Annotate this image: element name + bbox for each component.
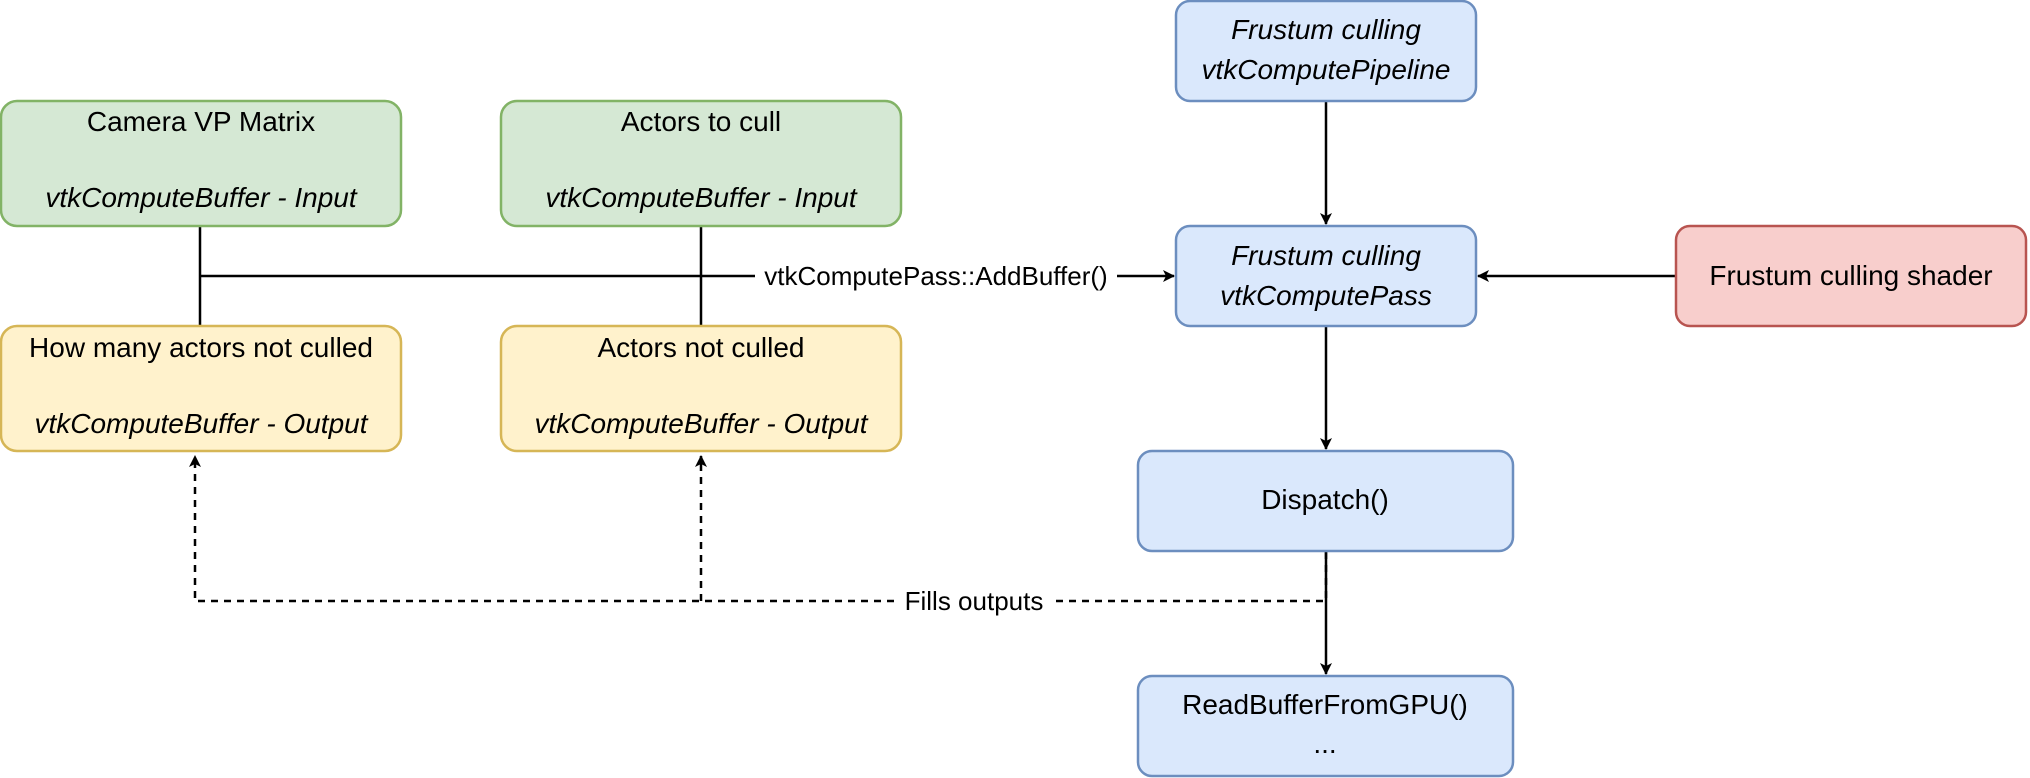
actors-to-cull-subtitle: vtkComputeBuffer - Input	[545, 182, 857, 213]
edges: vtkComputePass::AddBuffer() Fills output…	[189, 101, 1676, 675]
node-actors-to-cull[interactable]: Actors to cull vtkComputeBuffer - Input	[499, 99, 903, 228]
node-read-buffer[interactable]: ReadBufferFromGPU() ...	[1136, 674, 1515, 778]
frustum-pipeline-line2: vtkComputePipeline	[1201, 54, 1450, 85]
actors-to-cull-title: Actors to cull	[621, 106, 781, 137]
frustum-pass-line1: Frustum culling	[1231, 240, 1421, 271]
node-dispatch[interactable]: Dispatch()	[1136, 449, 1515, 553]
frustum-pipeline-line1: Frustum culling	[1231, 14, 1421, 45]
add-buffer-label-bg	[755, 258, 1117, 294]
fills-outputs-edge	[189, 455, 1328, 603]
dispatch-label: Dispatch()	[1261, 484, 1389, 515]
camera-vp-matrix-title: Camera VP Matrix	[87, 106, 315, 137]
node-actors-not-culled[interactable]: Actors not culled vtkComputeBuffer - Out…	[499, 324, 903, 453]
read-buffer-line2: ...	[1313, 728, 1336, 759]
node-frustum-shader[interactable]: Frustum culling shader	[1674, 224, 2028, 328]
camera-vp-matrix-subtitle: vtkComputeBuffer - Input	[45, 182, 357, 213]
how-many-not-culled-title: How many actors not culled	[29, 332, 373, 363]
actors-not-culled-title: Actors not culled	[598, 332, 805, 363]
node-frustum-pipeline[interactable]: Frustum culling vtkComputePipeline	[1174, 0, 1478, 103]
how-many-not-culled-subtitle: vtkComputeBuffer - Output	[34, 408, 368, 439]
add-buffer-label: vtkComputePass::AddBuffer()	[764, 261, 1107, 291]
fills-outputs-label-bg	[898, 583, 1050, 619]
fills-outputs-label: Fills outputs	[905, 586, 1044, 616]
node-camera-vp-matrix[interactable]: Camera VP Matrix vtkComputeBuffer - Inpu…	[0, 99, 403, 228]
actors-not-culled-subtitle: vtkComputeBuffer - Output	[534, 408, 868, 439]
frustum-shader-label: Frustum culling shader	[1709, 260, 1992, 291]
frustum-pass-line2: vtkComputePass	[1220, 280, 1432, 311]
node-how-many-not-culled[interactable]: How many actors not culled vtkComputeBuf…	[0, 324, 403, 453]
read-buffer-line1: ReadBufferFromGPU()	[1182, 689, 1468, 720]
node-frustum-pass[interactable]: Frustum culling vtkComputePass	[1174, 224, 1478, 328]
